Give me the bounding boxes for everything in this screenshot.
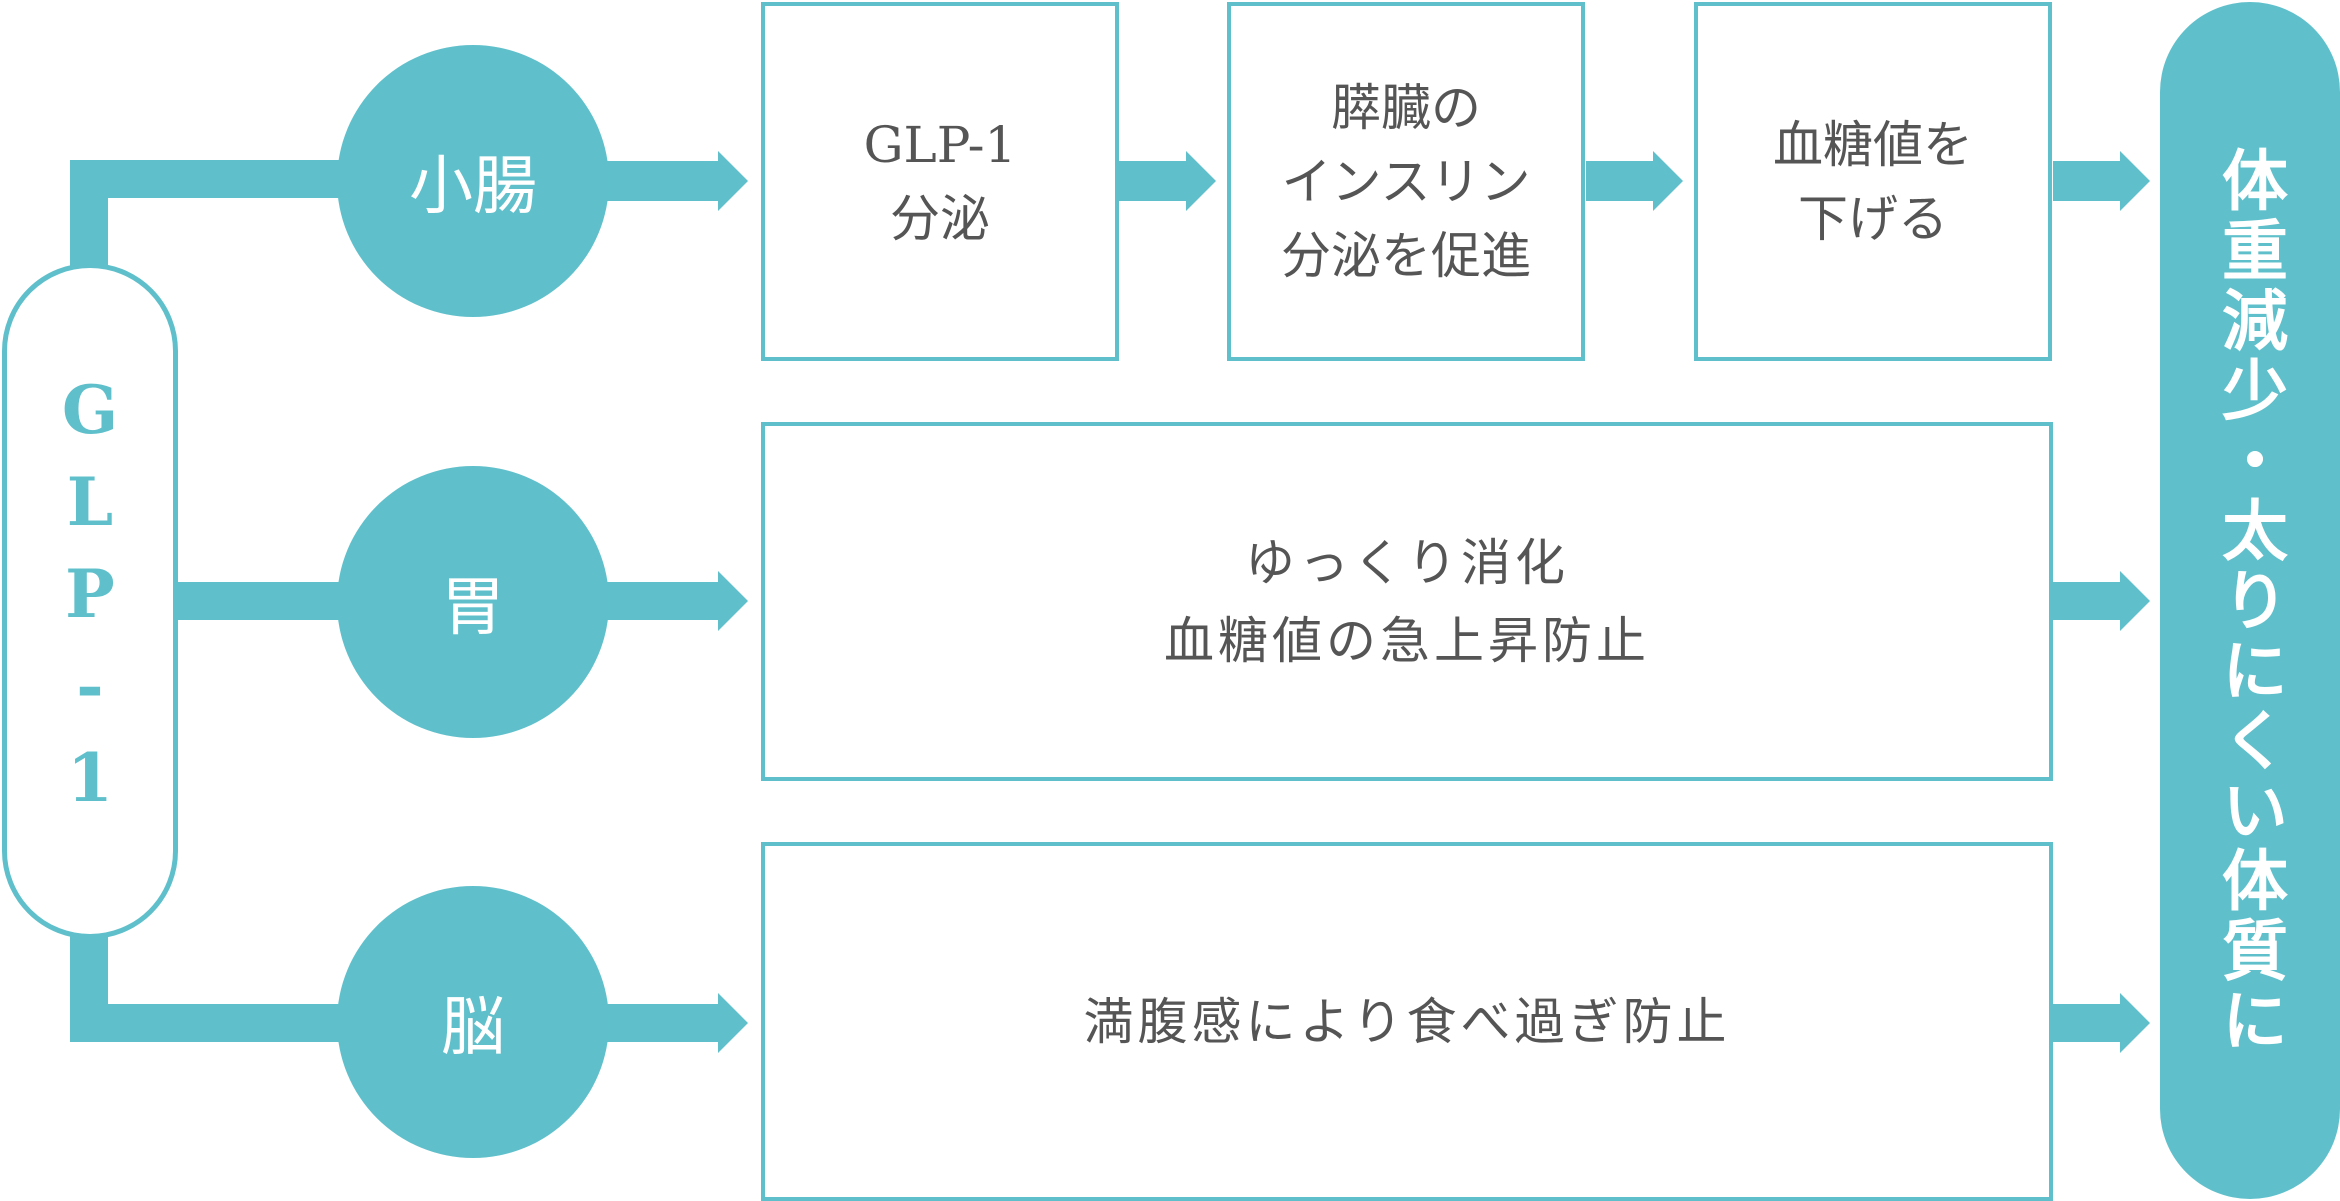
organ-brain: 脳 (337, 886, 609, 1158)
brain-effect-box: 満腹感により食べ過ぎ防止 (761, 842, 2053, 1201)
step2-line: 分泌を促進 (1281, 226, 1531, 285)
organ-stomach: 胃 (337, 466, 609, 738)
step2-line: 膵臓の (1331, 78, 1481, 137)
connector-middle-horizontal (176, 582, 366, 620)
organ-small-intestine-label: 小腸 (409, 150, 537, 224)
step-box-glp1-secretion: GLP-1 分泌 (761, 2, 1119, 361)
step2-line: インスリン (1281, 152, 1531, 211)
glp1-source-pill: GLP-1 (2, 263, 178, 939)
arrow-small-intestine (600, 151, 748, 211)
step1-line: 分泌 (889, 189, 990, 248)
stomach-effect-box: ゆっくり消化 血糖値の急上昇防止 (761, 422, 2053, 781)
stomach-effect-line: 血糖値の急上昇防止 (1164, 611, 1650, 670)
arrow-step1-step2 (1119, 151, 1216, 211)
arrow-step3-result (2053, 151, 2150, 211)
stomach-effect-line: ゆっくり消化 (1245, 533, 1569, 592)
brain-effect-line: 満腹感により食べ過ぎ防止 (1083, 992, 1731, 1051)
arrow-step2-step3 (1586, 151, 1683, 211)
connector-bottom-horizontal (70, 1004, 360, 1042)
connector-top-horizontal (70, 160, 360, 198)
result-label: 体重減少・太りにくい体質に (2211, 145, 2289, 1056)
step3-line: 血糖値を (1773, 115, 1973, 174)
arrow-stomach-result (2053, 571, 2150, 631)
arrow-brain (600, 993, 748, 1053)
step3-line: 下げる (1798, 189, 1948, 248)
step-box-insulin-secretion: 膵臓の インスリン 分泌を促進 (1227, 2, 1585, 361)
glp1-source-label: GLP-1 (51, 371, 129, 831)
organ-small-intestine: 小腸 (337, 45, 609, 317)
arrow-stomach (600, 571, 748, 631)
organ-stomach-label: 胃 (441, 571, 505, 645)
step-box-lower-blood-sugar: 血糖値を 下げる (1694, 2, 2052, 361)
arrow-brain-result (2053, 993, 2150, 1053)
step1-line: GLP-1 (863, 115, 1017, 174)
result-pill: 体重減少・太りにくい体質に (2160, 2, 2340, 1199)
organ-brain-label: 脳 (441, 991, 505, 1065)
